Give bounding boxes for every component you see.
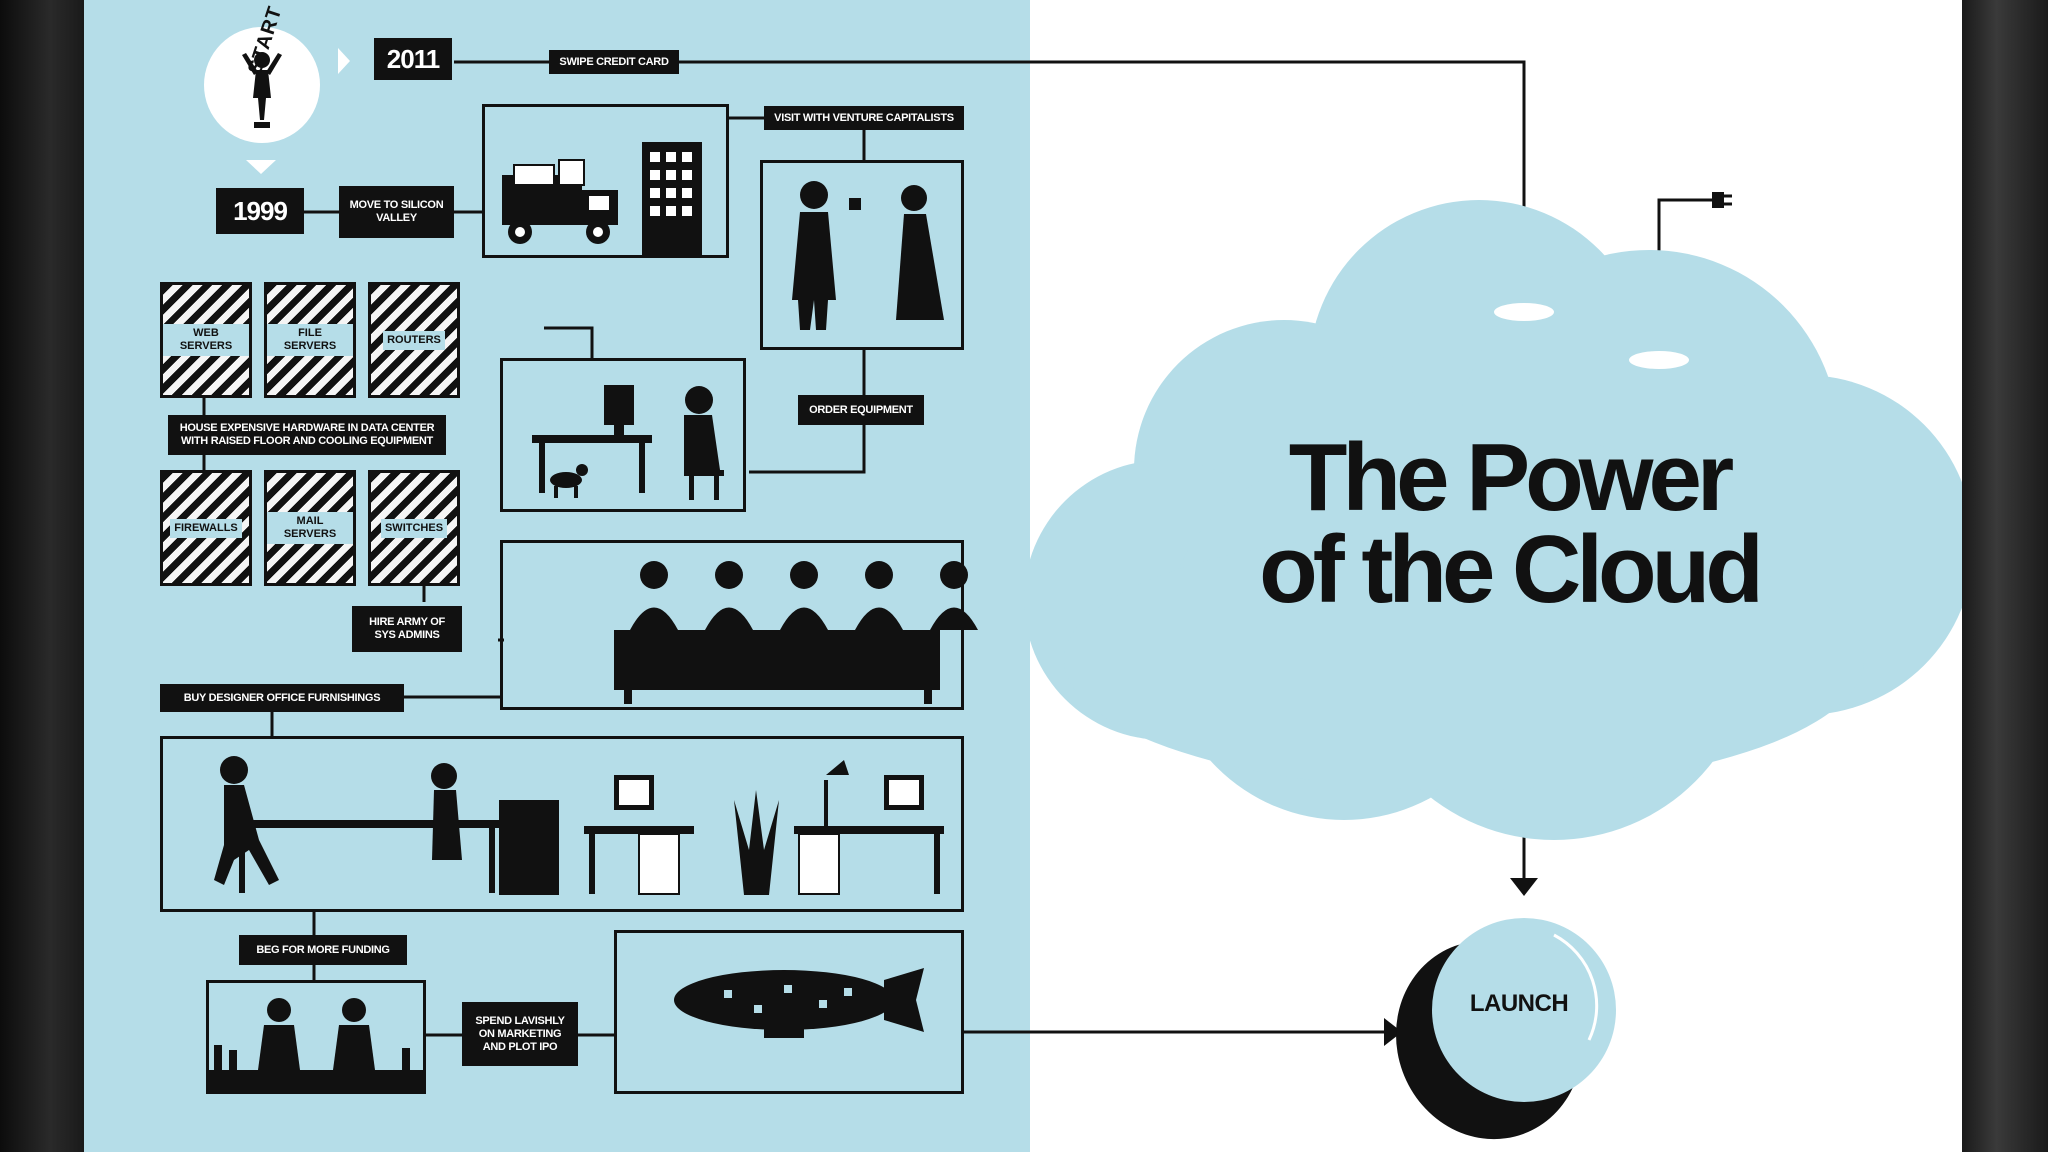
blimp-marketing-illustration	[614, 930, 964, 1094]
step-beg-more-funding: BEG FOR MORE FUNDING	[239, 935, 407, 965]
page-title: The Power of the Cloud	[1249, 430, 1769, 618]
frame-right-edge	[1962, 0, 2048, 1152]
hardware-file-servers: FILE SERVERS	[264, 282, 356, 398]
title-line-1: The Power	[1288, 424, 1734, 531]
launch-button[interactable]: LAUNCH	[1469, 990, 1569, 1017]
moving-truck-illustration	[482, 104, 729, 258]
step-house-hardware: HOUSE EXPENSIVE HARDWARE IN DATA CENTER …	[168, 415, 446, 455]
step-move-silicon-valley: MOVE TO SILICON VALLEY	[339, 186, 454, 238]
step-visit-venture-capitalists: VISIT WITH VENTURE CAPITALISTS	[764, 106, 964, 130]
slide: START 2011 1999 SWIPE CREDIT CARD VISIT …	[84, 0, 1962, 1152]
office-furnishings-illustration	[160, 736, 964, 912]
year-1999: 1999	[216, 188, 304, 234]
step-hire-sys-admins: HIRE ARMY OF SYS ADMINS	[352, 606, 462, 652]
step-spend-marketing-ipo: SPEND LAVISHLY ON MARKETING AND PLOT IPO	[462, 1002, 578, 1066]
title-line-2: of the Cloud	[1259, 516, 1764, 623]
hardware-routers: ROUTERS	[368, 282, 460, 398]
beg-funding-illustration	[206, 980, 426, 1094]
year-2011: 2011	[374, 38, 452, 80]
venture-capitalists-illustration	[760, 160, 964, 350]
step-buy-office-furnishings: BUY DESIGNER OFFICE FURNISHINGS	[160, 684, 404, 712]
cloud-shape	[1024, 200, 1962, 840]
order-equipment-illustration	[500, 358, 746, 512]
hardware-firewalls: FIREWALLS	[160, 470, 252, 586]
hardware-mail-servers: MAIL SERVERS	[264, 470, 356, 586]
frame-left-edge	[0, 0, 84, 1152]
step-order-equipment: ORDER EQUIPMENT	[798, 395, 924, 425]
flow-connectors	[202, 27, 1962, 1140]
hardware-switches: SWITCHES	[368, 470, 460, 586]
step-swipe-credit-card: SWIPE CREDIT CARD	[549, 50, 679, 74]
hardware-web-servers: WEB SERVERS	[160, 282, 252, 398]
sys-admins-illustration	[500, 540, 964, 710]
